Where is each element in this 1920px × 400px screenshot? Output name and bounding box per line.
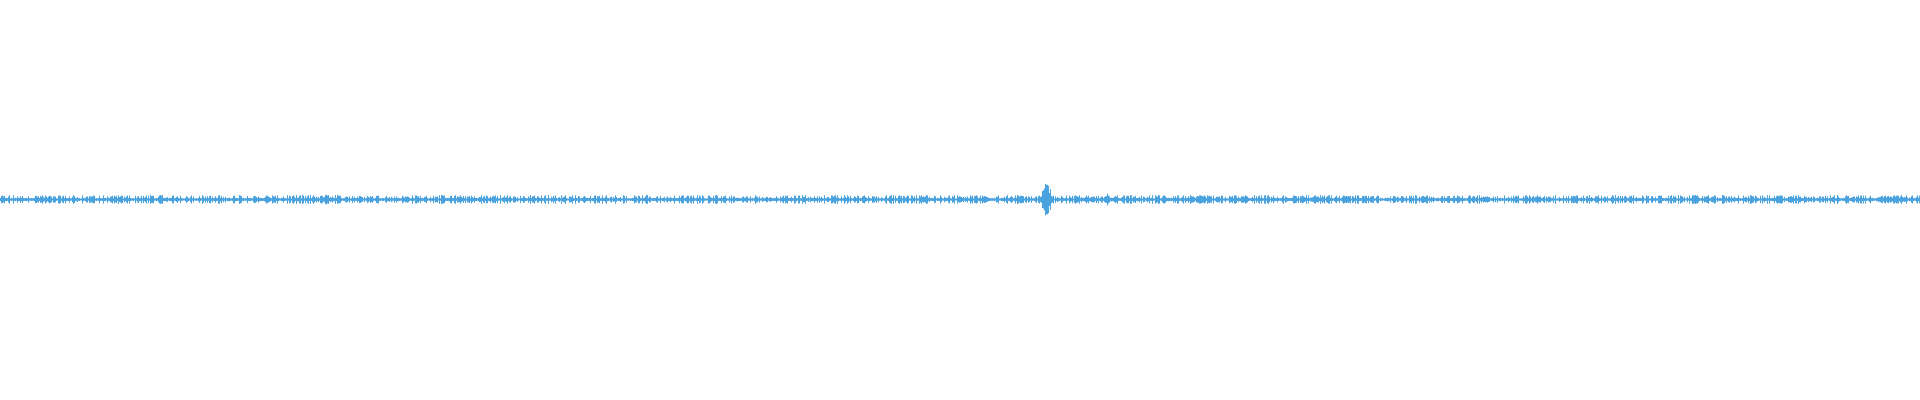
waveform-trace bbox=[0, 183, 1920, 216]
